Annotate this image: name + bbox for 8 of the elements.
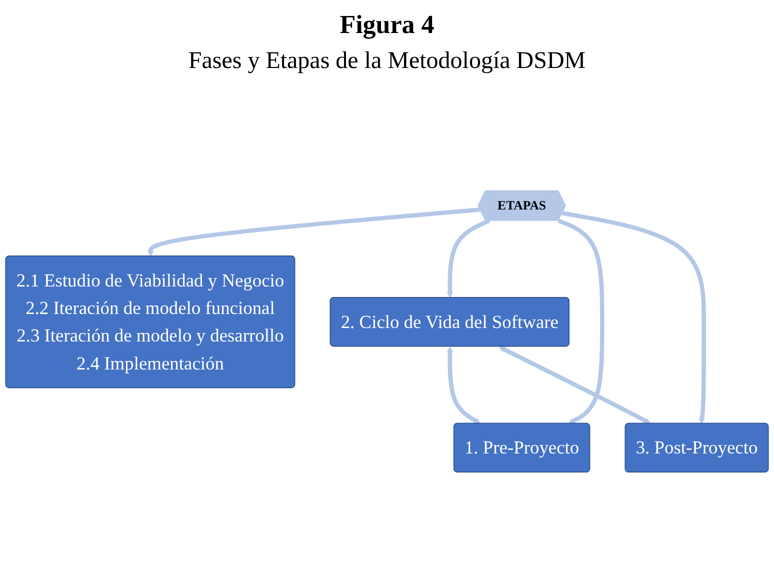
arrow [147, 207, 480, 256]
arrow [562, 210, 706, 424]
arrow [498, 346, 651, 424]
arrow [558, 218, 604, 424]
figure-caption: Fases y Etapas de la Metodología DSDM [188, 48, 586, 75]
arrow [446, 346, 481, 424]
figure-title: Figura 4 [340, 10, 434, 40]
arrow [446, 218, 490, 298]
